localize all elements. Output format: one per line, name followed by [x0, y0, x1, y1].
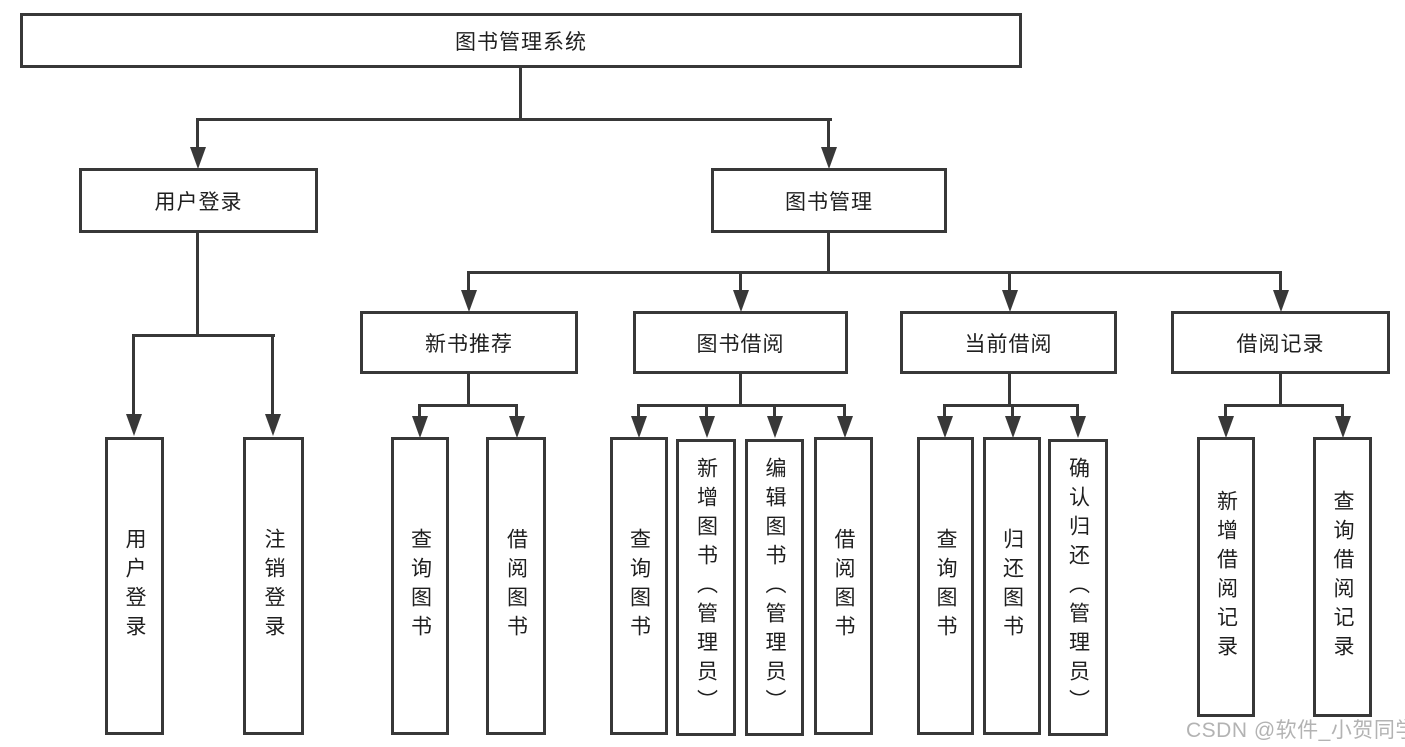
connector-l3-down — [1008, 372, 1011, 406]
node-label: 图书管理系统 — [455, 30, 587, 54]
node-label: 借阅图书 — [832, 528, 855, 644]
connector-book-down — [827, 232, 830, 274]
connector-user-rail — [133, 334, 275, 337]
connector-l3-stem — [1279, 271, 1282, 293]
connector-root-stem — [519, 68, 522, 120]
arrow-down-icon — [461, 290, 477, 312]
arrow-down-icon — [265, 414, 281, 436]
connector-user-down — [196, 232, 199, 336]
arrow-down-icon — [937, 416, 953, 438]
leaf-confirm-return-admin: 确认归还（管理员） — [1048, 439, 1108, 736]
connector-leaf-stem — [515, 404, 518, 418]
node-label: 用户登录 — [123, 528, 146, 644]
leaf-query-books-borrow: 查询图书 — [610, 437, 668, 735]
connector-level2-rail — [467, 271, 1282, 274]
node-label: 注销登录 — [262, 528, 285, 644]
connector-book-mgmt-stem — [827, 118, 830, 150]
node-label: 编辑图书（管理员） — [763, 457, 786, 718]
arrow-down-icon — [1070, 416, 1086, 438]
node-new-book-recommend: 新书推荐 — [360, 311, 578, 374]
leaf-add-borrow-record: 新增借阅记录 — [1197, 437, 1255, 717]
connector-l3-down — [467, 372, 470, 406]
connector-leaf-stem — [418, 404, 421, 418]
arrow-down-icon — [733, 290, 749, 312]
node-label: 借阅图书 — [504, 528, 528, 644]
connector-leaf-stem — [943, 404, 946, 418]
leaf-query-books-current: 查询图书 — [917, 437, 974, 735]
connector-leaf-stem — [773, 404, 776, 418]
node-label: 新书推荐 — [425, 332, 513, 356]
connector-l3-stem — [467, 271, 470, 293]
leaf-query-borrow-record: 查询借阅记录 — [1313, 437, 1372, 717]
leaf-borrow-books-borrow: 借阅图书 — [814, 437, 873, 735]
connector-leaf-stem — [271, 334, 274, 415]
node-label: 图书借阅 — [696, 332, 785, 356]
leaf-return-book: 归还图书 — [983, 437, 1041, 735]
arrow-down-icon — [412, 416, 428, 438]
connector-l3-down — [1279, 372, 1282, 406]
node-label: 归还图书 — [1000, 528, 1024, 644]
node-label: 查询借阅记录 — [1331, 490, 1354, 664]
node-label: 确认归还（管理员） — [1066, 457, 1090, 718]
arrow-down-icon — [767, 416, 783, 438]
arrow-down-icon — [1005, 416, 1021, 438]
arrow-down-icon — [1218, 416, 1234, 438]
arrow-down-icon — [821, 147, 837, 169]
node-label: 当前借阅 — [964, 332, 1053, 356]
node-label: 查询图书 — [627, 528, 651, 644]
connector-rail-recommend — [418, 404, 518, 407]
arrow-down-icon — [1273, 290, 1289, 312]
connector-l3-down — [739, 372, 742, 406]
connector-leaf-stem — [1011, 404, 1014, 418]
connector-l3-stem — [1008, 271, 1011, 293]
arrow-down-icon — [631, 416, 647, 438]
leaf-edit-book-admin: 编辑图书（管理员） — [745, 439, 804, 736]
leaf-query-books-recommend: 查询图书 — [391, 437, 449, 735]
arrow-down-icon — [190, 147, 206, 169]
node-label: 新增借阅记录 — [1214, 490, 1238, 664]
node-label: 用户登录 — [154, 190, 243, 214]
leaf-logout: 注销登录 — [243, 437, 304, 735]
connector-rail-borrow — [637, 404, 846, 407]
node-label: 图书管理 — [785, 190, 873, 214]
arrow-down-icon — [509, 416, 525, 438]
leaf-add-book-admin: 新增图书（管理员） — [676, 439, 736, 736]
leaf-user-login: 用户登录 — [105, 437, 164, 735]
node-label: 查询图书 — [408, 528, 432, 644]
arrow-down-icon — [699, 416, 715, 438]
connector-leaf-stem — [637, 404, 640, 418]
node-book-management: 图书管理 — [711, 168, 947, 233]
connector-leaf-stem — [1076, 404, 1079, 418]
connector-rail-records — [1224, 404, 1344, 407]
node-borrow-records: 借阅记录 — [1171, 311, 1390, 374]
arrow-down-icon — [837, 416, 853, 438]
node-book-borrow: 图书借阅 — [633, 311, 848, 374]
connector-leaf-stem — [1224, 404, 1227, 418]
node-label: 借阅记录 — [1236, 332, 1325, 356]
connector-leaf-stem — [132, 334, 135, 415]
connector-leaf-stem — [843, 404, 846, 418]
connector-leaf-stem — [1341, 404, 1344, 418]
node-user-login: 用户登录 — [79, 168, 318, 233]
arrow-down-icon — [1002, 290, 1018, 312]
arrow-down-icon — [1335, 416, 1351, 438]
node-label: 查询图书 — [934, 528, 957, 644]
arrow-down-icon — [126, 414, 142, 436]
leaf-borrow-books-recommend: 借阅图书 — [486, 437, 546, 735]
node-current-borrow: 当前借阅 — [900, 311, 1117, 374]
node-root: 图书管理系统 — [20, 13, 1022, 68]
watermark: CSDN @软件_小贺同学 — [1186, 719, 1405, 742]
connector-leaf-stem — [705, 404, 708, 418]
connector-level1-rail — [196, 118, 832, 121]
connector-l3-stem — [739, 271, 742, 293]
connector-user-login-stem — [196, 118, 199, 150]
node-label: 新增图书（管理员） — [694, 457, 718, 718]
